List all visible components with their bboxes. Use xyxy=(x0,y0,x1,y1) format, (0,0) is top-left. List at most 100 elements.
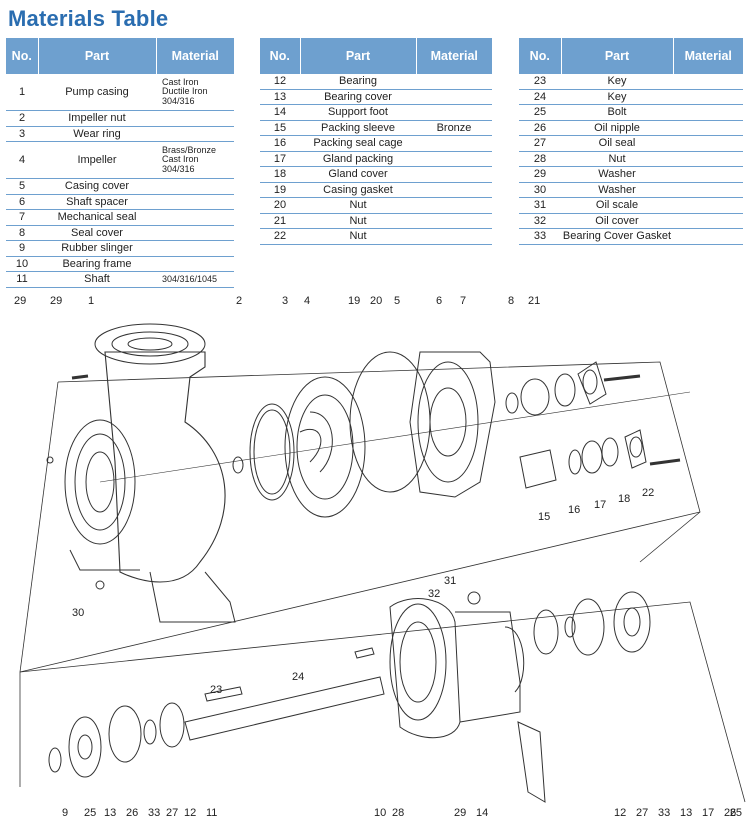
page-title: Materials Table xyxy=(8,6,169,31)
cell-material: Bronze xyxy=(416,120,492,136)
material-line: Ductile Iron xyxy=(162,86,208,97)
cell-no: 1 xyxy=(6,74,38,111)
svg-text:13: 13 xyxy=(104,807,116,819)
svg-text:1: 1 xyxy=(88,295,94,307)
cell-part: Nut xyxy=(300,197,416,214)
cell-part: Casing gasket xyxy=(300,182,416,198)
cell-no: 24 xyxy=(519,89,561,105)
cell-no: 14 xyxy=(260,104,300,121)
cell-part: Oil cover xyxy=(561,213,673,229)
cell-no: 33 xyxy=(519,228,561,245)
cell-material xyxy=(673,213,743,229)
cell-part: Nut xyxy=(561,151,673,167)
cell-part: Nut xyxy=(300,213,416,229)
svg-text:28: 28 xyxy=(392,807,404,819)
cell-material xyxy=(416,166,492,183)
svg-text:8: 8 xyxy=(508,295,514,307)
svg-text:6: 6 xyxy=(436,295,442,307)
svg-text:7: 7 xyxy=(460,295,466,307)
cell-material xyxy=(673,166,743,183)
cell-part: Impeller xyxy=(38,141,156,179)
header-no: No. xyxy=(519,38,562,74)
cell-part: Washer xyxy=(561,166,673,183)
cell-material xyxy=(156,240,234,257)
material-line: 304/316/1045 xyxy=(162,273,218,284)
cell-part: Impeller nut xyxy=(38,110,156,127)
svg-text:22: 22 xyxy=(642,487,654,499)
cell-material xyxy=(156,209,234,226)
svg-text:30: 30 xyxy=(72,607,84,619)
svg-text:3: 3 xyxy=(282,295,288,307)
cell-no: 22 xyxy=(260,228,300,245)
cell-part: Bearing Cover Gasket xyxy=(561,228,673,245)
material-line: 304/316 xyxy=(162,163,195,174)
cell-material xyxy=(673,228,743,245)
header-material: Material xyxy=(416,38,492,74)
cell-material xyxy=(673,182,743,198)
svg-text:21: 21 xyxy=(528,295,540,307)
cell-part: Support foot xyxy=(300,104,416,121)
cell-no: 30 xyxy=(519,182,561,198)
cell-material xyxy=(156,194,234,210)
cell-material xyxy=(416,74,492,90)
svg-text:29: 29 xyxy=(50,295,62,307)
cell-no: 2 xyxy=(6,110,38,127)
svg-text:29: 29 xyxy=(454,807,466,819)
svg-text:16: 16 xyxy=(568,504,580,516)
cell-material: 304/316/1045 xyxy=(156,271,234,288)
material-line: Brass/Bronze xyxy=(162,144,217,155)
svg-text:33: 33 xyxy=(148,807,160,819)
svg-text:23: 23 xyxy=(210,684,222,696)
svg-text:27: 27 xyxy=(166,807,178,819)
cell-material xyxy=(156,178,234,195)
cell-no: 16 xyxy=(260,135,300,152)
cell-no: 32 xyxy=(519,213,561,229)
cell-part: Bearing xyxy=(300,74,416,90)
header-no: No. xyxy=(260,38,301,74)
cell-material xyxy=(416,89,492,105)
cell-no: 19 xyxy=(260,182,300,198)
material-line: Cast Iron xyxy=(162,154,199,165)
svg-text:15: 15 xyxy=(538,511,550,523)
svg-text:12: 12 xyxy=(184,807,196,819)
cell-part: Bearing frame xyxy=(38,256,156,272)
cell-part: Packing seal cage xyxy=(300,135,416,152)
svg-text:5: 5 xyxy=(394,295,400,307)
svg-text:17: 17 xyxy=(702,807,714,819)
cell-no: 12 xyxy=(260,74,300,90)
cell-no: 13 xyxy=(260,89,300,105)
cell-material xyxy=(156,256,234,272)
cell-material xyxy=(416,182,492,198)
cell-part: Seal cover xyxy=(38,225,156,241)
cell-no: 26 xyxy=(519,120,561,136)
cell-part: Key xyxy=(561,74,673,90)
svg-text:13: 13 xyxy=(680,807,692,819)
cell-material xyxy=(673,197,743,214)
cell-part: Oil scale xyxy=(561,197,673,214)
header-part: Part xyxy=(300,38,417,74)
cell-material xyxy=(416,151,492,167)
cell-material xyxy=(673,135,743,152)
cell-part: Washer xyxy=(561,182,673,198)
cell-part: Bearing cover xyxy=(300,89,416,105)
